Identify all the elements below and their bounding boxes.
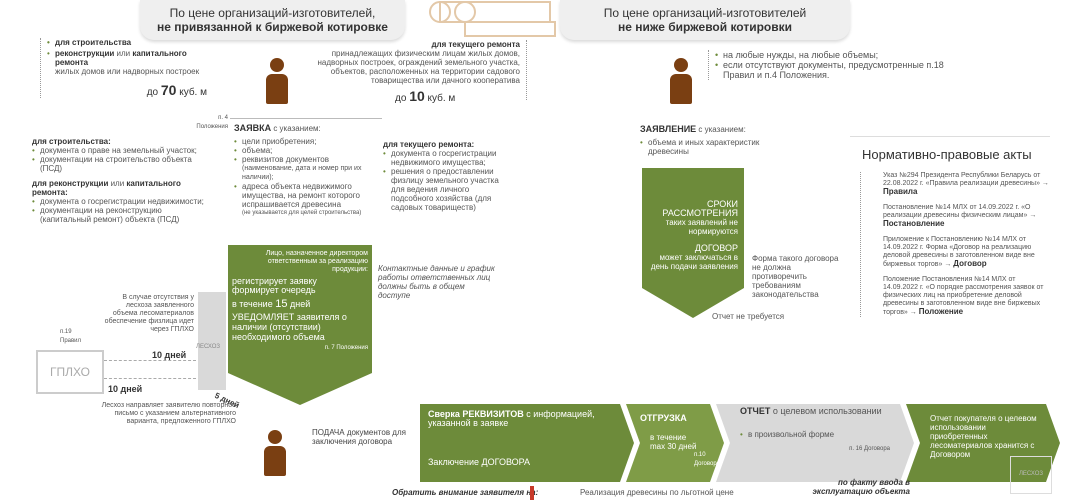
statement-title: ЗАЯВЛЕНИЕ с указанием:	[640, 124, 746, 134]
legal-acts-title: Нормативно-правовые акты	[862, 147, 1032, 162]
limit-10: до 10 куб. м	[395, 88, 456, 104]
lesnichy-block: Лицо, назначенное директором ответственн…	[232, 250, 368, 353]
contract-label: ДОГОВОР	[694, 243, 738, 253]
legal-act-3: Приложение к Постановлению №14 МЛХ от 14…	[883, 236, 1035, 268]
registers-application: регистрирует заявку	[232, 276, 317, 286]
gplho-box: ГПЛХО	[36, 350, 104, 394]
final-report-note: Отчет покупателя о целевом использовании…	[930, 414, 1037, 459]
leshoz-bottom: ЛЕСХОЗ	[1010, 456, 1052, 494]
application-title: ЗАЯВКА с указанием:	[234, 123, 321, 133]
current-repair-text: принадлежащих физическим лицам жилых дом…	[317, 49, 521, 85]
build-item: для строительства	[47, 38, 207, 47]
days-10-b: 10 дней	[108, 384, 143, 394]
application-block: ЗАЯВКА с указанием: цели приобретения; о…	[230, 118, 382, 253]
conclude-contract: Заключение ДОГОВОРА	[428, 457, 531, 467]
leshoz-box: ЛЕСХОЗ	[196, 292, 226, 390]
limit-70: до 70 куб. м	[146, 82, 207, 98]
statement-item: объема и иных характеристик древесины	[640, 138, 780, 156]
preferential-price: Реализация древесины по льготной цене	[580, 488, 734, 497]
logs-icon	[429, 1, 556, 37]
legal-act-4: Положение Постановления №14 МЛХ от 14.09…	[883, 276, 1044, 316]
usage-fact: по факту ввода в эксплуатацию объекта	[812, 478, 911, 496]
legal-act-1: Указ №294 Президента Республики Беларусь…	[883, 172, 1049, 196]
app-item-purpose: цели приобретения;	[234, 137, 382, 146]
bottom-flow-arrow	[420, 404, 1060, 482]
app-item-address-sub: (не указывается для целей строительства)	[242, 210, 362, 216]
statement-block: ЗАЯВЛЕНИЕ с указанием: объема и иных хар…	[640, 124, 780, 156]
review-terms-text: таких заявлений не нормируются	[665, 218, 738, 236]
app-item-volume: объема;	[234, 146, 382, 155]
leshoz-label: ЛЕСХОЗ	[196, 344, 221, 350]
person-icon-bottom	[260, 430, 290, 476]
no-docs-item: если отсутствуют документы, предусмотрен…	[715, 60, 955, 80]
current-repair-doc-1: документа о госрегистрации недвижимого и…	[383, 149, 503, 167]
recon-doc-1: документа о госрегистрации недвижимости;	[32, 197, 212, 206]
legal-act-2: Постановление №14 МЛХ от 14.09.2022 г. «…	[883, 204, 1037, 228]
statement-green: СРОКИ РАССМОТРЕНИЯ таких заявлений не но…	[648, 199, 738, 272]
legal-acts-panel: Нормативно-правовые акты Указ №294 Прези…	[850, 136, 1050, 352]
app-item-docs: реквизитов документов	[234, 155, 382, 164]
forms-queue: формирует очередь	[232, 285, 316, 295]
recon-doc-2: документации на реконструкцию (капитальн…	[32, 206, 212, 224]
gplho-label: ГПЛХО	[50, 365, 90, 379]
rules-ref: п.19 Правил	[60, 329, 82, 344]
person-icon	[262, 58, 292, 104]
build-doc-1: документа о праве на земельный участок;	[32, 146, 212, 155]
responsible-person-text: Лицо, назначенное директором ответственн…	[265, 250, 368, 273]
dash-line-1	[104, 360, 196, 361]
dash-line-2	[104, 378, 196, 379]
attention-note: Обратить внимание заявителя на:	[392, 488, 539, 497]
banner-right-line1: По цене организаций-изготовителей	[603, 6, 807, 20]
leshoz-letter-note: Лесхоз направляет заявителю повторное пи…	[101, 402, 236, 425]
build-doc-2: документации на строительство объекта (П…	[32, 155, 212, 173]
top-right-conditions: на любые нужды, на любые объемы; если от…	[708, 50, 955, 80]
top-mid-conditions: для текущего ремонта принадлежащих физич…	[305, 40, 527, 104]
days-10-a: 10 дней	[152, 350, 187, 360]
left-documents: для строительства: документа о праве на …	[32, 137, 212, 224]
within-15-days: в течение 15 дней	[232, 298, 311, 310]
app-item-address: адреса объекта недвижимого имущества, на…	[234, 182, 382, 209]
banner-left-line1: По цене организаций-изготовителей,	[169, 6, 376, 20]
recon-item: реконструкции или капитального ремонта ж…	[47, 49, 207, 76]
top-left-conditions: для строительства реконструкции или капи…	[40, 38, 207, 98]
contacts-note: Контактные данные и график работы ответс…	[378, 264, 495, 300]
banner-left: По цене организаций-изготовителей, не пр…	[140, 0, 405, 40]
red-mark	[530, 486, 534, 500]
check-details: Сверка РЕКВИЗИТОВ с информацией, указанн…	[428, 409, 595, 428]
gplho-note: В случае отсутствия у лесхоза заявленног…	[104, 294, 194, 333]
current-repair-docs-title: для текущего ремонта:	[383, 140, 475, 149]
recon-docs-title: для реконструкции или капитального ремон…	[32, 179, 181, 197]
app-item-docs-sub: (наименование, дата и номер при их налич…	[242, 165, 362, 181]
banner-right: По цене организаций-изготовителей не ниж…	[560, 0, 850, 40]
usage-report: ОТЧЕТ о целевом использовании в произвол…	[740, 406, 890, 454]
application-ref: п. 4 Положения	[196, 115, 228, 130]
current-repair-doc-2: решения о предоставлении физлицу земельн…	[383, 167, 503, 212]
form-note: Форма такого договора не должна противор…	[752, 254, 839, 299]
person-icon-right	[666, 58, 696, 104]
main-flow-arrow	[228, 245, 372, 405]
shipment: ОТГРУЗКА в течение max 30 дней п.10 Дого…	[640, 413, 720, 468]
banner-right-line2: не ниже биржевой котировки	[617, 20, 793, 34]
review-terms: СРОКИ РАССМОТРЕНИЯ	[662, 199, 738, 218]
any-needs-item: на любые нужды, на любые объемы;	[715, 50, 955, 60]
lesnichy-ref: п. 7 Положения	[324, 345, 368, 351]
contract-text: может заключаться в день подачи заявлени…	[650, 253, 738, 271]
current-repair-docs: для текущего ремонта: документа о госрег…	[383, 140, 503, 212]
no-report: Отчет не требуется	[712, 312, 785, 321]
current-repair-title: для текущего ремонта	[431, 40, 520, 49]
statement-arrow	[642, 168, 744, 318]
notifies-applicant: УВЕДОМЛЯЕТ заявителя о наличии (отсутств…	[232, 312, 347, 342]
submit-docs: ПОДАЧА документов для заключения договор…	[312, 428, 406, 446]
banner-left-line2: не привязанной к биржевой котировке	[157, 20, 388, 34]
build-docs-title: для строительства:	[32, 137, 111, 146]
